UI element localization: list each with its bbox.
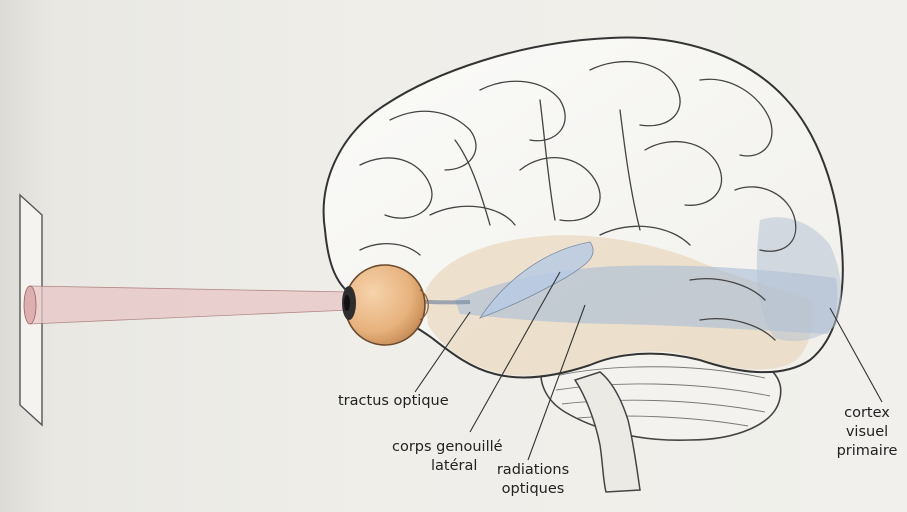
- label-corps-genouille-line1: corps genouillé: [392, 438, 503, 457]
- label-cortex-line3: primaire: [834, 442, 900, 461]
- label-radiations-optiques: radiations optiques: [485, 461, 581, 499]
- light-cone: [30, 286, 350, 324]
- label-radiations-line1: radiations: [485, 461, 581, 480]
- leader-cortex: [830, 308, 882, 402]
- light-cone-base: [24, 286, 36, 324]
- label-cortex-line1: cortex: [834, 404, 900, 423]
- label-cortex-line2: visuel: [834, 423, 900, 442]
- label-radiations-line2: optiques: [485, 480, 581, 499]
- label-tractus-optique: tractus optique: [338, 392, 449, 411]
- label-cortex-visuel-primaire: cortex visuel primaire: [834, 404, 900, 461]
